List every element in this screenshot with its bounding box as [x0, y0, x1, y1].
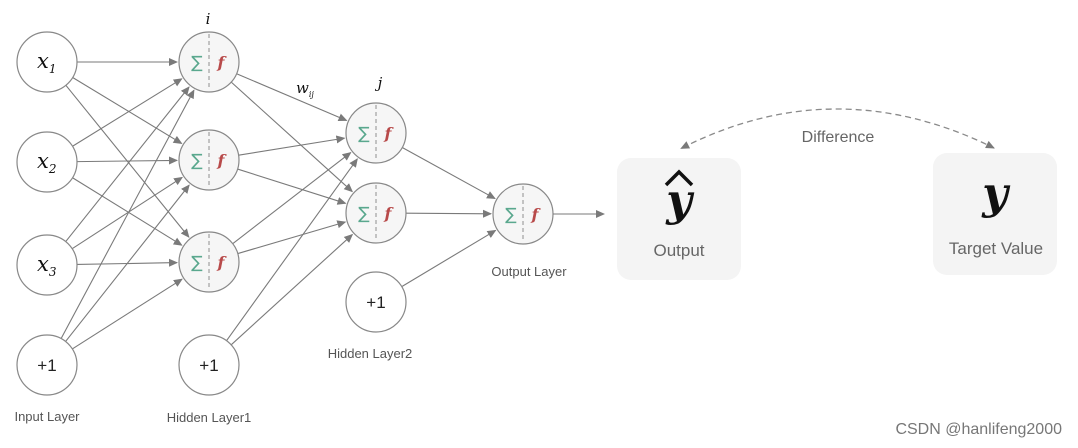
- sum-icon: ∑: [505, 205, 517, 225]
- input-subscript: 2: [48, 162, 57, 176]
- input-x2-label: x2: [37, 149, 56, 176]
- sum-icon: ∑: [358, 124, 370, 144]
- edge-hidden2-1-output: [402, 146, 496, 200]
- edge-hidden1-1-hidden2-1: [236, 73, 348, 122]
- sum-icon: ∑: [191, 53, 203, 73]
- edge-hidden1-4-hidden2-2: [230, 233, 354, 346]
- edge-input2-hidden1-3: [72, 177, 183, 246]
- input-layer-label: Input Layer: [14, 409, 80, 424]
- input-x1-label: x1: [37, 49, 56, 76]
- hidden2-bias-node-circle: [345, 271, 407, 333]
- activation-icon: f: [384, 204, 395, 223]
- input-bias-node-circle: [16, 334, 78, 396]
- weight-subscript: ij: [309, 90, 315, 99]
- hidden1-neuron-1: ∑f: [178, 31, 240, 93]
- edge-hidden2-2-output: [405, 209, 493, 218]
- edge-hidden1-2-hidden2-2: [237, 168, 347, 205]
- hidden1-bias-node-label: +1: [199, 356, 218, 375]
- sum-icon: ∑: [191, 151, 203, 171]
- edge-hidden1-1-hidden2-2: [230, 81, 354, 193]
- input-symbol: x: [37, 49, 49, 73]
- connection-edges: [60, 58, 497, 350]
- hidden1-bias-node: +1: [178, 334, 240, 396]
- input-symbol: x: [37, 252, 49, 276]
- target-y-symbol: y: [981, 168, 1011, 219]
- edge-input1-hidden1-2: [72, 77, 183, 144]
- activation-icon: f: [217, 151, 228, 170]
- hidden2-bias-node: +1: [345, 271, 407, 333]
- activation-icon: f: [531, 205, 542, 224]
- hat-icon: [664, 169, 694, 187]
- hidden2-bias-node-label: +1: [366, 293, 385, 312]
- hidden-layer2-label: Hidden Layer2: [328, 346, 413, 361]
- activation-icon: f: [384, 124, 395, 143]
- hidden-layer1-label: Hidden Layer1: [167, 410, 252, 425]
- input-node-x1-circle: [16, 31, 78, 93]
- output-box-background: [617, 158, 741, 280]
- output-label: Output: [653, 241, 704, 260]
- sum-icon: ∑: [191, 253, 203, 273]
- target-box-background: [933, 153, 1057, 275]
- edge-input2-hidden1-1: [72, 78, 183, 147]
- edge-input4-hidden1-2: [65, 184, 190, 342]
- output-box: y Output: [617, 158, 741, 280]
- input-bias-node: +1: [16, 334, 78, 396]
- activation-icon: f: [217, 53, 228, 72]
- output-neuron: ∑f: [492, 183, 554, 245]
- edge-hidden1-3-hidden2-2: [237, 220, 347, 255]
- sum-icon: ∑: [358, 204, 370, 224]
- input-subscript: 3: [49, 265, 57, 279]
- input-bias-node-label: +1: [37, 356, 56, 375]
- edge-input4-hidden1-1: [60, 89, 195, 339]
- input-subscript: 1: [49, 62, 57, 76]
- hidden1-neuron-2: ∑f: [178, 129, 240, 191]
- input-node-x2: x2: [16, 131, 78, 193]
- hidden2-neuron-2: ∑f: [345, 182, 407, 244]
- activation-icon: f: [217, 253, 228, 272]
- input-x3-label: x3: [37, 252, 57, 279]
- input-node-x3: x3: [16, 234, 78, 296]
- hidden2-index-label: j: [375, 74, 383, 92]
- edge-input3-hidden1-1: [65, 86, 190, 242]
- edge-hidden1-2-hidden2-1: [238, 135, 346, 156]
- hidden1-index-label: i: [206, 10, 211, 28]
- edge-input4-hidden1-3: [72, 278, 183, 350]
- edge-hidden2-3-output: [401, 229, 497, 288]
- hidden2-neuron-1: ∑f: [345, 102, 407, 164]
- edge-hidden1-4-hidden2-1: [226, 158, 358, 341]
- edge-input3-hidden1-2: [71, 176, 183, 250]
- output-layer-label: Output Layer: [491, 264, 567, 279]
- input-node-x1: x1: [16, 31, 78, 93]
- hidden1-neuron-3: ∑f: [178, 231, 240, 293]
- weight-symbol: w: [296, 79, 309, 97]
- hidden1-bias-node-circle: [178, 334, 240, 396]
- weight-label: wij: [296, 79, 314, 99]
- input-node-x3-circle: [16, 234, 78, 296]
- target-value-label: Target Value: [949, 239, 1043, 258]
- target-box: y Target Value: [933, 153, 1057, 275]
- difference-label: Difference: [802, 129, 875, 146]
- input-node-x2-circle: [16, 131, 78, 193]
- edge-hidden1-3-hidden2-1: [232, 151, 352, 245]
- difference-arc: [680, 108, 995, 149]
- input-symbol: x: [37, 149, 49, 173]
- watermark: CSDN @hanlifeng2000: [895, 421, 1062, 438]
- edge-input2-hidden1-2: [76, 156, 179, 165]
